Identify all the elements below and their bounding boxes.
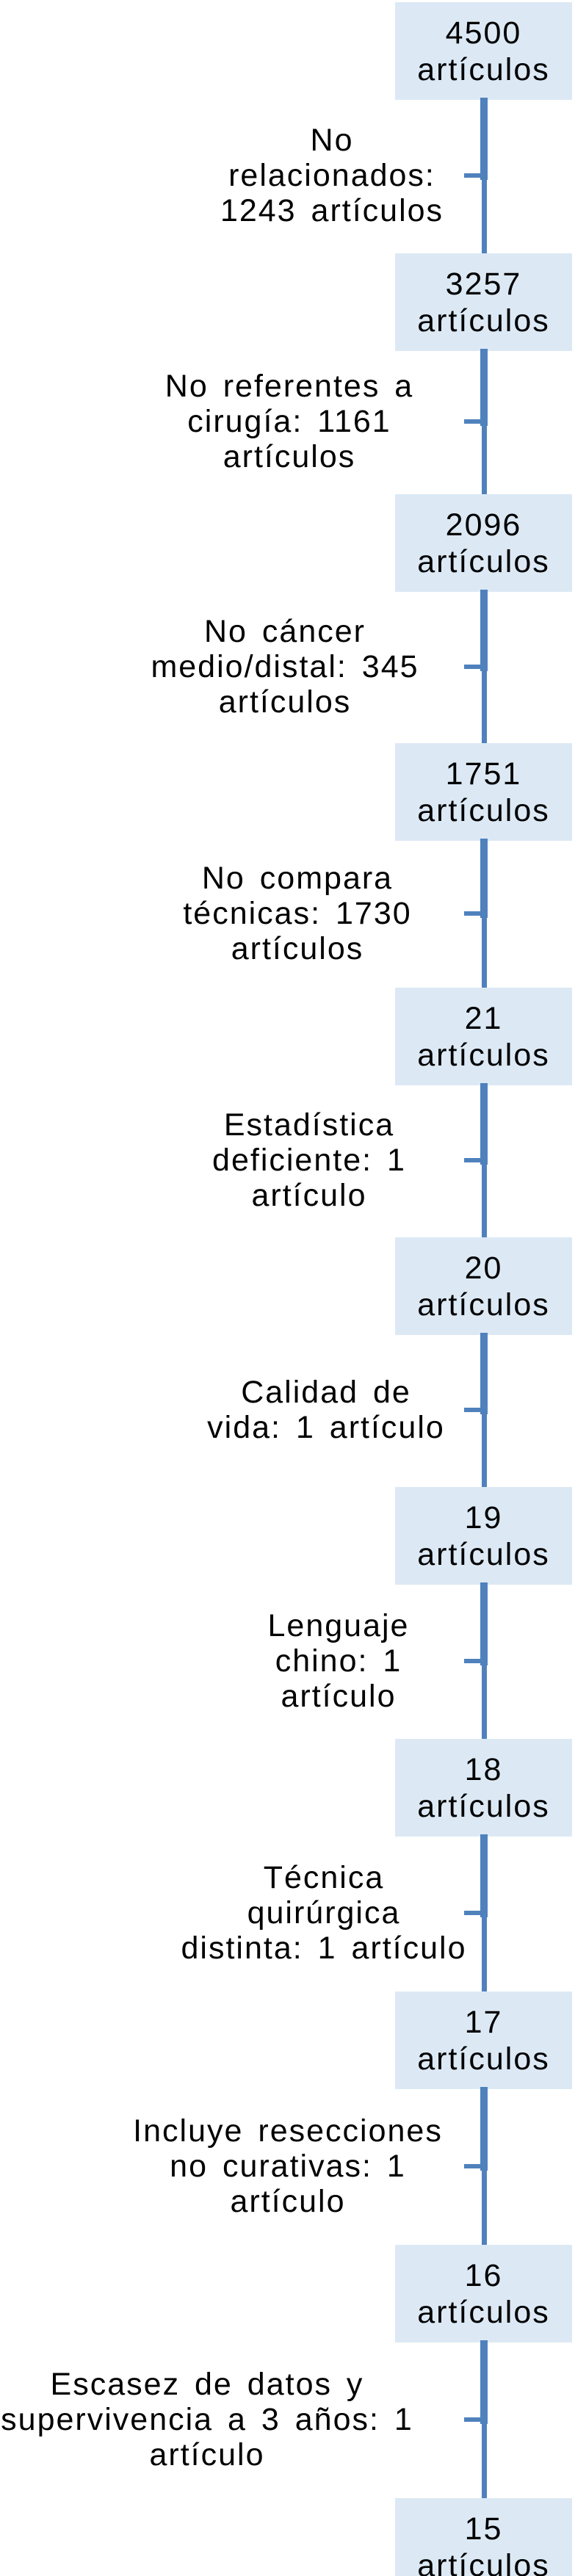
connector-tick — [464, 1158, 486, 1162]
connector-line-upper — [480, 349, 488, 426]
exclusion-label: No cáncer medio/distal: 345 artículos — [151, 614, 419, 720]
connector-tick — [464, 419, 486, 424]
exclusion-label: Lenguaje chino: 1 artículo — [267, 1608, 410, 1714]
flow-box: 4500 artículos — [395, 2, 572, 100]
flow-box: 15 artículos — [395, 2498, 572, 2576]
connector-line-lower — [482, 1160, 487, 1237]
connector-tick — [464, 2164, 486, 2168]
flow-box: 16 artículos — [395, 2245, 572, 2342]
flow-box: 20 artículos — [395, 1237, 572, 1335]
exclusion-label: Técnica quirúrgica distinta: 1 artículo — [181, 1860, 467, 1966]
connector-tick — [464, 911, 486, 916]
connector-line-upper — [480, 2087, 488, 2171]
connector-tick — [464, 665, 486, 669]
flow-box: 3257 artículos — [395, 253, 572, 351]
connector-tick — [464, 1911, 486, 1915]
exclusion-label: Calidad de vida: 1 artículo — [207, 1375, 445, 1445]
connector-tick — [464, 1408, 486, 1412]
connector-tick — [464, 2417, 486, 2422]
connector-line-upper — [480, 839, 488, 918]
connector-line-lower — [482, 1913, 487, 1991]
connector-line-lower — [482, 1410, 487, 1487]
flow-box: 19 artículos — [395, 1487, 572, 1585]
connector-line-lower — [482, 1661, 487, 1739]
exclusion-label: No relacionados: 1243 artículos — [220, 123, 444, 228]
connector-line-lower — [482, 667, 487, 743]
connector-line-upper — [480, 1083, 488, 1165]
connector-line-lower — [482, 176, 487, 253]
flow-box: 1751 artículos — [395, 743, 572, 841]
connector-line-lower — [482, 913, 487, 988]
connector-line-upper — [480, 1582, 488, 1665]
exclusion-label: Escasez de datos y supervivencia a 3 año… — [1, 2367, 413, 2472]
connector-line-upper — [480, 1333, 488, 1414]
exclusion-label: Estadística deficiente: 1 artículo — [212, 1107, 406, 1213]
exclusion-label: Incluye resecciones no curativas: 1 artí… — [133, 2113, 443, 2219]
connector-line-upper — [480, 2340, 488, 2424]
connector-line-upper — [480, 1834, 488, 1917]
flow-box: 17 artículos — [395, 1991, 572, 2089]
exclusion-label: No compara técnicas: 1730 artículos — [183, 861, 412, 966]
flow-box: 18 artículos — [395, 1739, 572, 1837]
connector-line-upper — [480, 590, 488, 671]
connector-line-lower — [482, 2420, 487, 2498]
connector-line-lower — [482, 2166, 487, 2245]
exclusion-label: No referentes a cirugía: 1161 artículos — [164, 369, 414, 474]
flow-box: 2096 artículos — [395, 494, 572, 592]
connector-line-upper — [480, 98, 488, 180]
connector-tick — [464, 173, 486, 178]
connector-tick — [464, 1659, 486, 1663]
flow-box: 21 artículos — [395, 988, 572, 1085]
connector-line-lower — [482, 422, 487, 494]
